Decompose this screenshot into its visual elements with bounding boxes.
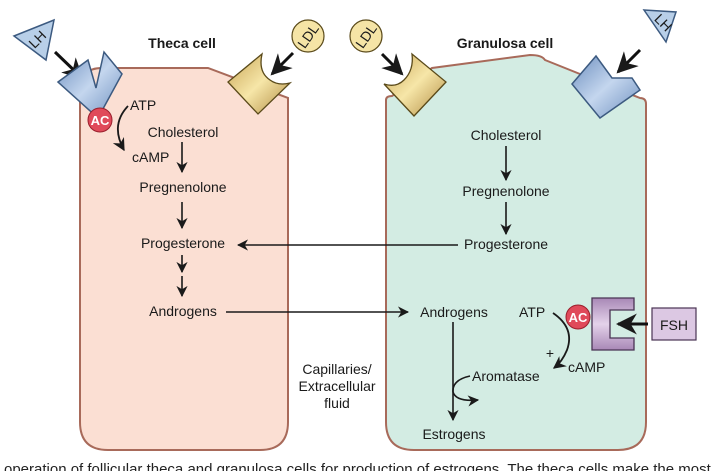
adenylyl-cyclase-granulosa: AC <box>565 304 591 330</box>
theca-androgens: Androgens <box>149 303 217 319</box>
theca-cell-title: Theca cell <box>148 35 216 51</box>
capillaries-label-line1: Capillaries/ <box>302 361 371 377</box>
adenylyl-cyclase-theca: AC <box>87 107 113 133</box>
granulosa-pregnenolone: Pregnenolone <box>462 183 549 199</box>
granulosa-cholesterol: Cholesterol <box>471 127 542 143</box>
granulosa-androgens: Androgens <box>420 304 488 320</box>
camp-label-theca: cAMP <box>132 149 169 165</box>
fsh-hormone: FSH <box>651 307 697 341</box>
ac-label-theca: AC <box>91 113 110 128</box>
ldl-arrow-theca <box>270 51 295 76</box>
atp-label-theca: ATP <box>130 97 156 113</box>
granulosa-estrogens: Estrogens <box>422 426 485 442</box>
granulosa-cell-body <box>385 53 647 451</box>
camp-label-granulosa: cAMP <box>568 359 605 375</box>
fsh-receptor <box>591 297 635 351</box>
ac-label-granulosa: AC <box>569 310 588 325</box>
atp-camp-arrow-granulosa <box>552 312 571 369</box>
lh-hormone-granulosa: LH <box>642 9 678 44</box>
capillaries-label-line3: fluid <box>324 395 350 411</box>
aromatase-label: Aromatase <box>472 368 540 384</box>
granulosa-cell-title: Granulosa cell <box>457 35 553 51</box>
lh-arrow-granulosa <box>616 48 642 74</box>
capillaries-label-line2: Extracellular <box>298 378 375 394</box>
figure-caption: operation of follicular theca and granul… <box>4 461 712 471</box>
ldl-receptor-granulosa <box>383 52 447 117</box>
atp-camp-arrow-theca <box>112 105 129 152</box>
theca-progesterone: Progesterone <box>141 235 225 251</box>
fsh-label: FSH <box>660 317 688 333</box>
ldl-particle-granulosa: LDL <box>349 19 383 53</box>
ldl-arrow-granulosa <box>380 52 404 76</box>
granulosa-progesterone: Progesterone <box>464 236 548 252</box>
aromatase-arrow <box>452 375 480 407</box>
lh-hormone-theca: LH <box>12 18 56 62</box>
ldl-receptor-theca <box>227 52 293 115</box>
theca-pregnenolone: Pregnenolone <box>139 179 226 195</box>
theca-cholesterol: Cholesterol <box>148 124 219 140</box>
atp-label-granulosa: ATP <box>519 304 545 320</box>
plus-sign: + <box>546 345 554 361</box>
ldl-particle-theca: LDL <box>291 19 325 53</box>
lh-receptor-granulosa <box>571 54 642 120</box>
